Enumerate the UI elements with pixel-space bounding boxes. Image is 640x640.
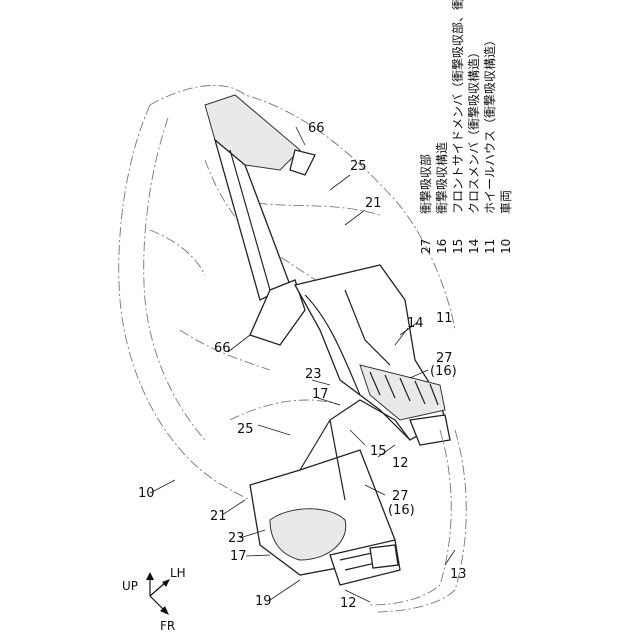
ref-25-lower: 25 — [237, 422, 254, 437]
ref-17-lower: 17 — [230, 549, 247, 564]
ref-17-mid: 17 — [312, 387, 329, 402]
svg-text:衝撃吸収構造: 衝撃吸収構造 — [434, 142, 449, 214]
svg-text:車両: 車両 — [499, 190, 513, 214]
svg-text:フロントサイドメンバ（衝撃吸収部、衝撃吸収構造）: フロントサイドメンバ（衝撃吸収部、衝撃吸収構造） — [450, 0, 465, 214]
ref-21-upper: 21 — [365, 196, 382, 211]
legend-item-16: 16 衝撃吸収構造 — [434, 142, 449, 254]
svg-text:衝撃吸収部: 衝撃吸収部 — [418, 154, 433, 214]
axis-fr-label: FR — [160, 619, 175, 633]
axis-lh-label: LH — [170, 566, 186, 580]
ref-23-mid: 23 — [305, 367, 322, 382]
ref-12-bottom: 12 — [340, 596, 357, 611]
legend-item-14: 14 クロスメンバ（衝撃吸収構造） — [466, 46, 481, 254]
ref-19: 19 — [255, 594, 272, 609]
ref-10: 10 — [138, 486, 155, 501]
ref-11: 11 — [436, 311, 453, 326]
legend-item-15: 15 フロントサイドメンバ（衝撃吸収部、衝撃吸収構造） — [450, 0, 465, 254]
legend: 10 車両 11 ホイールハウス（衝撃吸収構造） 14 クロスメンバ（衝撃吸収構… — [418, 0, 513, 254]
legend-item-27: 27 衝撃吸収部 — [418, 154, 433, 254]
ref-16-right: (16) — [430, 364, 457, 379]
svg-text:クロスメンバ（衝撃吸収構造）: クロスメンバ（衝撃吸収構造） — [466, 46, 481, 214]
legend-item-11: 11 ホイールハウス（衝撃吸収構造） — [482, 34, 497, 254]
ref-66-mid: 66 — [214, 341, 231, 356]
axis-up-label: UP — [122, 579, 138, 593]
ref-21-lower: 21 — [210, 509, 227, 524]
svg-text:14: 14 — [467, 239, 481, 254]
ref-14: 14 — [407, 316, 424, 331]
ref-15: 15 — [370, 444, 387, 459]
svg-text:16: 16 — [435, 239, 449, 254]
ref-16-lower: (16) — [388, 503, 415, 518]
ref-12-right: 12 — [392, 456, 409, 471]
svg-text:ホイールハウス（衝撃吸収構造）: ホイールハウス（衝撃吸収構造） — [482, 34, 497, 214]
ref-27-lower: 27 — [392, 489, 409, 504]
orientation-indicator: UP LH FR — [122, 566, 186, 633]
ref-25-upper: 25 — [350, 159, 367, 174]
legend-item-10: 10 車両 — [499, 190, 513, 254]
svg-text:11: 11 — [483, 239, 497, 254]
svg-text:10: 10 — [499, 239, 513, 254]
ref-13: 13 — [450, 567, 467, 582]
ref-23-lower: 23 — [228, 531, 245, 546]
ref-66-top: 66 — [308, 121, 325, 136]
svg-text:27: 27 — [419, 239, 433, 254]
svg-text:15: 15 — [451, 239, 465, 254]
